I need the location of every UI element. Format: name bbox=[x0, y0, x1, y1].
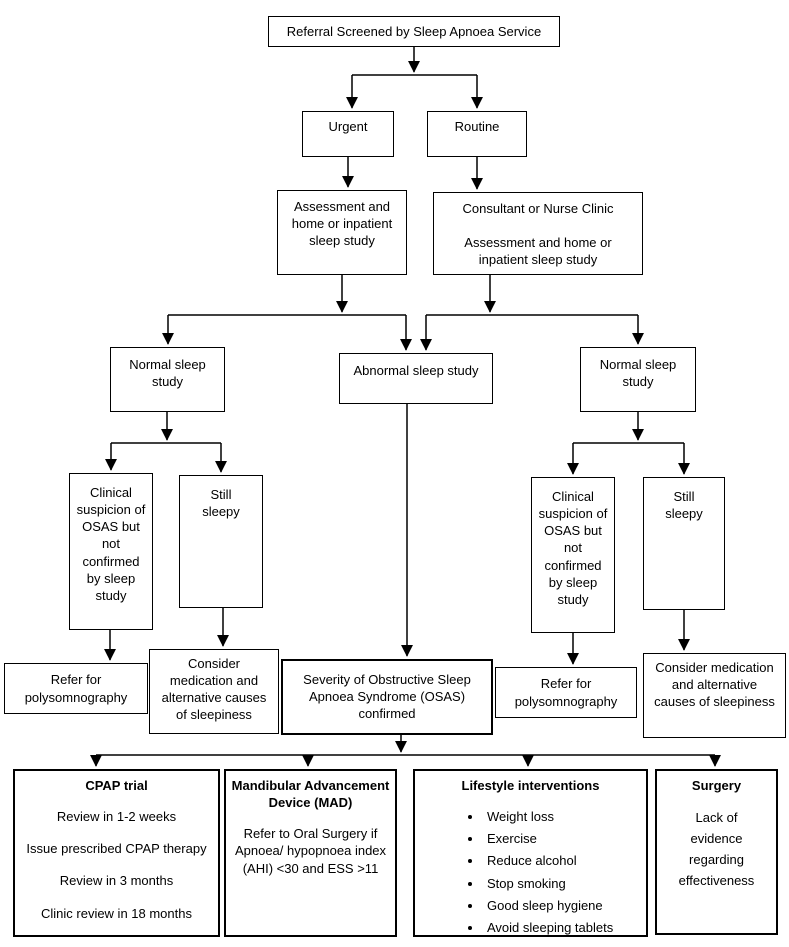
lifestyle-item: Avoid sleeping tablets bbox=[483, 919, 640, 936]
node-refer-polysomnography-left: Refer for polysomnography bbox=[4, 663, 148, 714]
lifestyle-item: Reduce alcohol bbox=[483, 852, 640, 869]
cpap-item: Review in 1-2 weeks bbox=[56, 809, 177, 825]
node-mandibular-advancement-device: Mandibular Advancement Device (MAD) Refe… bbox=[224, 769, 397, 937]
node-surgery: Surgery Lack of evidence regarding effec… bbox=[655, 769, 778, 935]
node-consider-medication-right: Consider medication and alternative caus… bbox=[643, 653, 786, 738]
consultant-clinic-line: Consultant or Nurse Clinic bbox=[462, 201, 614, 216]
mad-body: Refer to Oral Surgery if Apnoea/ hypopno… bbox=[234, 826, 387, 876]
node-normal-sleep-study-right: Normal sleep study bbox=[580, 347, 696, 412]
lifestyle-item: Good sleep hygiene bbox=[483, 897, 640, 914]
node-clinical-suspicion-right: Clinical suspicion of OSAS but not confi… bbox=[531, 477, 615, 633]
node-consultant-nurse-clinic: Consultant or Nurse Clinic Assessment an… bbox=[433, 192, 643, 275]
lifestyle-item: Exercise bbox=[483, 830, 640, 847]
node-routine: Routine bbox=[427, 111, 527, 157]
node-abnormal-sleep-study: Abnormal sleep study bbox=[339, 353, 493, 404]
node-cpap-trial: CPAP trial Review in 1-2 weeks Issue pre… bbox=[13, 769, 220, 937]
node-normal-sleep-study-left: Normal sleep study bbox=[110, 347, 225, 412]
node-still-sleepy-right: Still sleepy bbox=[643, 477, 725, 610]
mad-title: Mandibular Advancement Device (MAD) bbox=[231, 778, 390, 811]
node-severity-osas-confirmed: Severity of Obstructive Sleep Apnoea Syn… bbox=[281, 659, 493, 735]
surgery-title: Surgery bbox=[691, 778, 742, 793]
node-lifestyle-interventions: Lifestyle interventions Weight loss Exer… bbox=[413, 769, 648, 937]
lifestyle-title: Lifestyle interventions bbox=[461, 778, 600, 793]
node-still-sleepy-left: Still sleepy bbox=[179, 475, 263, 608]
node-clinical-suspicion-left: Clinical suspicion of OSAS but not confi… bbox=[69, 473, 153, 630]
lifestyle-item: Weight loss bbox=[483, 808, 640, 825]
cpap-item: Issue prescribed CPAP therapy bbox=[26, 841, 207, 857]
cpap-item: Clinic review in 18 months bbox=[40, 905, 192, 921]
surgery-body: Lack of evidence regarding effectiveness bbox=[678, 810, 755, 888]
node-urgent: Urgent bbox=[302, 111, 394, 157]
cpap-title: CPAP trial bbox=[85, 778, 148, 793]
lifestyle-item: Stop smoking bbox=[483, 875, 640, 892]
node-refer-polysomnography-right: Refer for polysomnography bbox=[495, 667, 637, 718]
cpap-item: Review in 3 months bbox=[59, 873, 174, 889]
lifestyle-bullet-list: Weight loss Exercise Reduce alcohol Stop… bbox=[421, 808, 640, 936]
node-consider-medication-left: Consider medication and alternative caus… bbox=[149, 649, 279, 734]
node-referral-screened: Referral Screened by Sleep Apnoea Servic… bbox=[268, 16, 560, 47]
node-assessment-sleep-study: Assessment and home or inpatient sleep s… bbox=[277, 190, 407, 275]
consultant-assessment-line: Assessment and home or inpatient sleep s… bbox=[464, 235, 612, 268]
